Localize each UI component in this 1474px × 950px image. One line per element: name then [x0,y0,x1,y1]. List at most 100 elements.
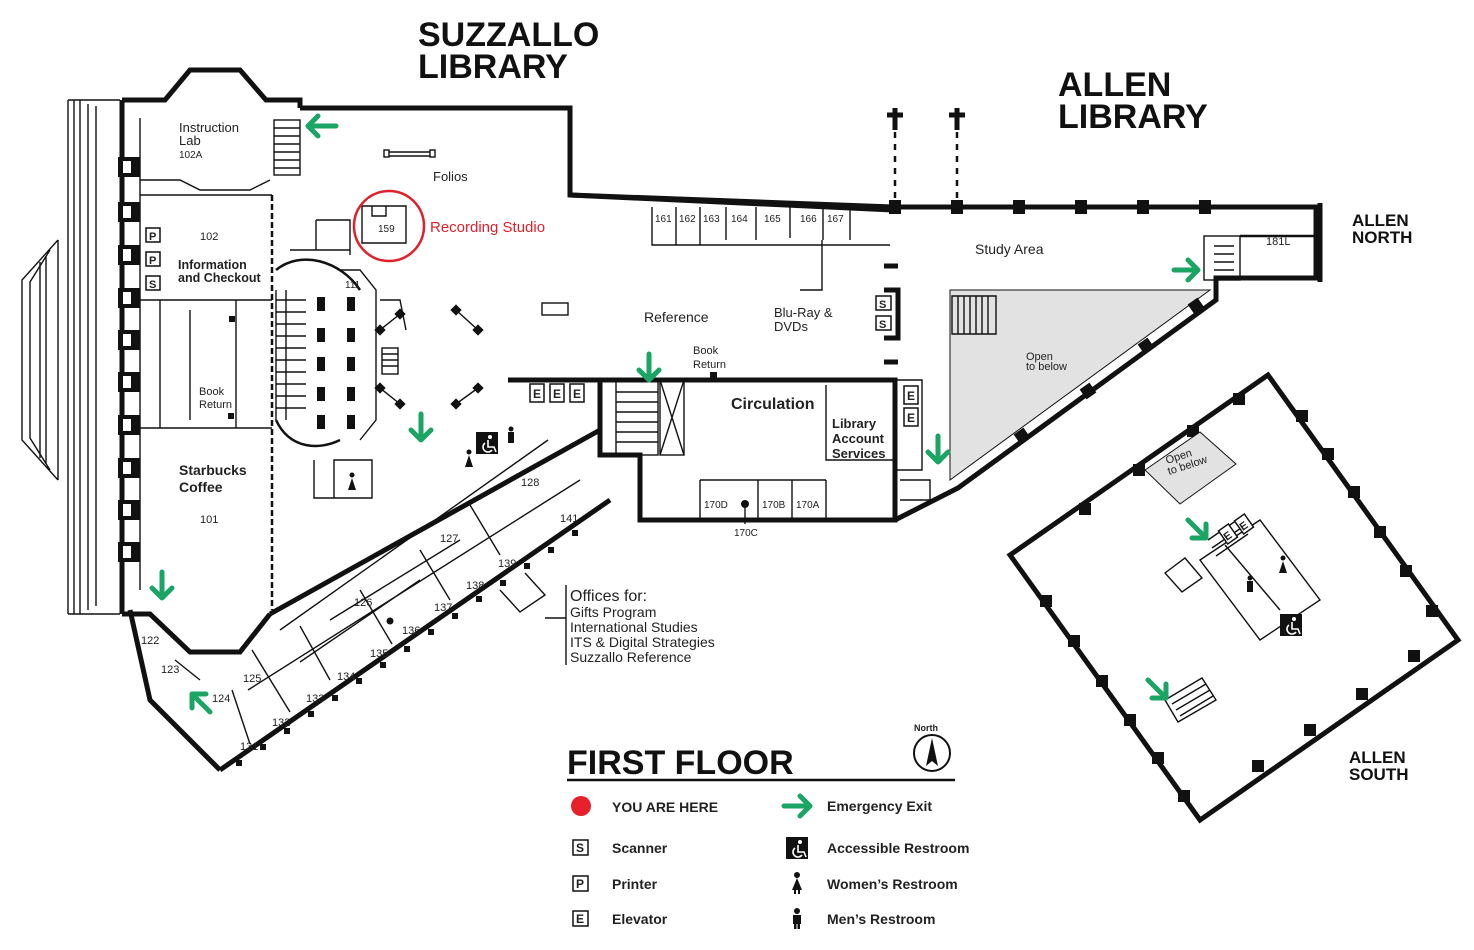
room-161: 161 [655,214,672,225]
room-102a: 102A [179,150,203,161]
allen-library [887,108,1323,523]
svg-text:P: P [149,255,156,267]
office-its: ITS & Digital Strategies [570,634,715,650]
legend-elevator-letter: E [576,912,584,926]
legend-emergency-exit: Emergency Exit [827,798,932,814]
room-123: 123 [161,664,179,676]
offices-title: Offices for: [570,588,647,605]
legend-accessible-restroom: Accessible Restroom [827,840,969,856]
allen-north-line1: ALLEN [1352,211,1409,230]
starbucks-label-2: Coffee [179,479,223,495]
room-170a: 170A [796,500,820,511]
svg-text:E: E [907,411,915,425]
room-141: 141 [560,513,578,525]
room-102: 102 [200,231,218,243]
emergency-exit-arrow-icon [408,411,434,443]
folios-label: Folios [433,169,468,184]
emergency-exit-arrow-icon [925,433,951,465]
room-125: 125 [243,673,261,685]
instruction-lab-label-1: Instruction [179,120,239,135]
printer-icon: P [145,227,161,243]
allen-title-line1: ALLEN [1058,66,1171,104]
suzzallo-central-hall [274,105,894,448]
svg-text:E: E [533,387,541,401]
room-136: 136 [402,625,420,637]
elevator-icon: E [1217,522,1239,546]
info-checkout-label-1: Information [178,258,247,272]
room-137: 137 [434,602,452,614]
room-124: 124 [212,693,230,705]
room-101: 101 [200,514,218,526]
legend-scanner-letter: S [576,841,584,855]
svg-text:S: S [879,319,886,331]
book-return-left-1: Book [199,386,225,398]
room-132: 132 [272,717,290,729]
room-134: 134 [337,671,355,683]
room-122: 122 [141,635,159,647]
room-167: 167 [827,214,844,225]
north-label: North [914,723,938,733]
allen-north-line2: NORTH [1352,228,1412,247]
svg-text:E: E [553,387,561,401]
emergency-exit-arrow-icon [149,569,175,601]
woman-icon [1279,555,1287,573]
emergency-exit-arrow-icon [636,351,662,383]
open-below-1-line2: to below [1026,361,1067,373]
las-label-2: Account [832,431,885,446]
emergency-exit-arrow-icon [305,113,339,139]
emergency-exit-arrow-icon [1145,677,1169,701]
stack-rooms: 161 162 163 164 165 166 167 [655,214,844,225]
legend-womens-restroom: Women’s Restroom [827,876,958,892]
elevator-icon: E [549,383,565,403]
office-gifts: Gifts Program [570,604,656,620]
bluray-label-2: DVDs [774,319,808,334]
scanner-icon: S [572,839,589,856]
room-159: 159 [378,224,395,235]
room-181l: 181L [1266,236,1290,248]
allen-title-line2: LIBRARY [1058,98,1208,136]
instruction-lab-label-2: Lab [179,133,201,148]
svg-text:E: E [573,387,581,401]
offices-callout-bracket [545,585,567,665]
office-international: International Studies [570,619,698,635]
svg-text:P: P [149,231,156,243]
legend-mens-restroom: Men’s Restroom [827,911,935,927]
suzzallo-west-wing: P P S [21,67,303,655]
allen-south-line2: SOUTH [1349,765,1409,784]
circulation-area: E E E E E [508,377,931,524]
recording-studio-label[interactable]: Recording Studio [430,219,545,236]
las-label-1: Library [832,416,877,431]
svg-text:E: E [907,389,915,403]
room-128: 128 [521,477,539,489]
room-135: 135 [370,648,388,660]
info-checkout-label-2: and Checkout [178,271,261,285]
emergency-exit-arrow-icon [781,793,813,819]
bluray-label-1: Blu-Ray & [774,305,833,320]
study-area-label: Study Area [975,241,1044,257]
book-return-left-2: Return [199,399,232,411]
circulation-label: Circulation [731,396,815,413]
room-164: 164 [731,214,748,225]
room-139: 139 [498,558,516,570]
room-170c: 170C [734,528,758,539]
recording-studio-highlight [352,189,426,263]
room-127: 127 [440,533,458,545]
svg-text:S: S [879,299,886,311]
legend-elevator: Elevator [612,911,668,927]
north-arrow-icon: North [913,723,951,772]
room-165: 165 [764,214,781,225]
room-111: 111 [345,280,361,291]
legend: FIRST FLOOR North YOU ARE HERE Emergency… [567,723,969,929]
wheelchair-icon [786,837,808,859]
scanner-icon: S [875,295,892,311]
room-163: 163 [703,214,720,225]
suzzallo-title-line2: LIBRARY [418,48,568,86]
allen-south: E E [1006,371,1462,824]
room-166: 166 [800,214,817,225]
woman-icon [792,872,802,894]
elevator-icon: E [569,383,585,403]
room-138: 138 [466,580,484,592]
elevator-icon: E [1233,512,1255,536]
elevator-icon: E [903,385,919,405]
